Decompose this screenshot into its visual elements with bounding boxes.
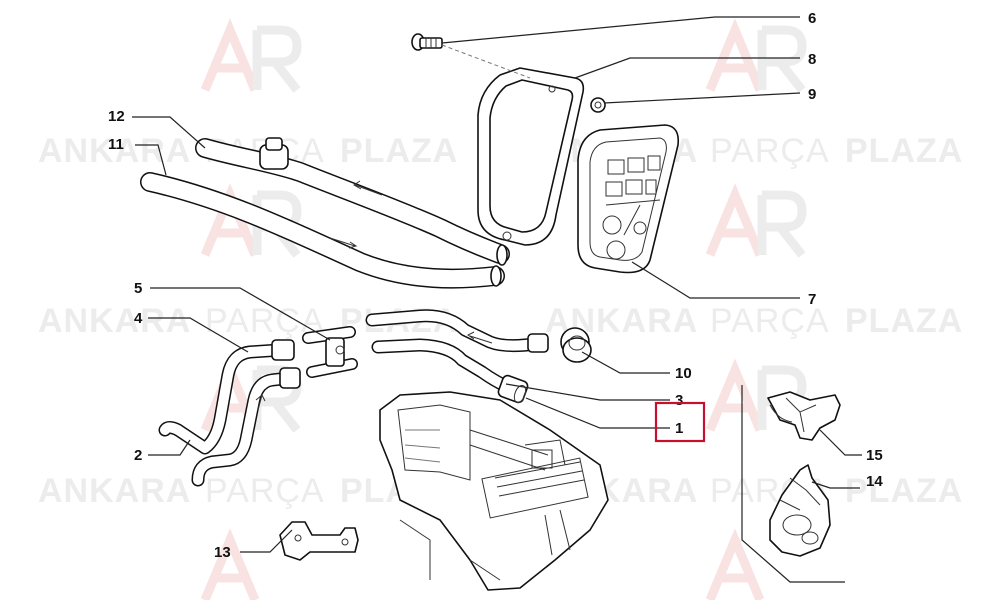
heater-box: [379, 391, 609, 591]
leader-12: [132, 116, 206, 149]
callout-15[interactable]: 15: [866, 447, 883, 464]
callout-labels: 6 8 9 12 11 7 5 4 2 10 3 1 13 15 14: [108, 10, 883, 561]
watermark-word-plaza: PLAZA: [845, 472, 963, 510]
leader-13: [240, 529, 293, 553]
bracket-outline-lines: [741, 385, 845, 583]
callout-9[interactable]: 9: [808, 86, 816, 103]
leader-lines: [132, 16, 862, 553]
watermark-word-plaza: PLAZA: [340, 132, 458, 170]
leader-4: [148, 317, 249, 353]
callout-3[interactable]: 3: [675, 392, 683, 409]
leader-6: [441, 16, 800, 44]
part-14-clip[interactable]: [769, 464, 831, 557]
watermark-word-plaza: PLAZA: [845, 132, 963, 170]
leader-2: [148, 439, 191, 456]
part-5-connector[interactable]: [302, 326, 358, 378]
leader-7: [631, 261, 800, 299]
leader-14: [811, 481, 860, 489]
leader-3: [505, 383, 670, 401]
part-2-pipe[interactable]: [191, 367, 301, 487]
callout-7[interactable]: 7: [808, 291, 816, 308]
watermark-word-ankara: ANKARA: [38, 132, 191, 170]
part-7-cover[interactable]: [577, 124, 680, 274]
part-12-hose[interactable]: [195, 137, 510, 266]
part-1-elbow[interactable]: [497, 374, 529, 404]
leader-1: [525, 397, 670, 429]
watermark-word-plaza: PLAZA: [845, 302, 963, 340]
callout-14[interactable]: 14: [866, 473, 883, 490]
part-13-bracket[interactable]: [279, 521, 359, 561]
part-11-hose[interactable]: [140, 172, 505, 289]
callout-5[interactable]: 5: [134, 280, 142, 297]
callout-1[interactable]: 1: [675, 420, 683, 437]
callout-2[interactable]: 2: [134, 447, 142, 464]
leader-11: [135, 144, 167, 176]
part-8-gasket[interactable]: [477, 67, 585, 246]
leader-8: [574, 57, 800, 79]
watermark-word-ankara: ANKARA: [38, 302, 191, 340]
watermark-row-2: ANKARA PARÇA PLAZA ANKARA PARÇA PLAZA: [38, 302, 963, 340]
callout-8[interactable]: 8: [808, 51, 816, 68]
leader-15: [819, 429, 862, 456]
part-15-clip[interactable]: [767, 391, 841, 441]
watermark-word-parca: PARÇA: [710, 132, 830, 170]
callout-6[interactable]: 6: [808, 10, 816, 27]
callout-10[interactable]: 10: [675, 365, 692, 382]
part-10-clamp[interactable]: [560, 327, 592, 363]
watermark-word-parca: PARÇA: [710, 302, 830, 340]
watermark-word-ankara: ANKARA: [38, 472, 191, 510]
callout-4[interactable]: 4: [134, 310, 143, 327]
callout-12[interactable]: 12: [108, 108, 125, 125]
part-4-pipe[interactable]: [158, 339, 295, 455]
leader-5: [150, 287, 331, 341]
callout-13[interactable]: 13: [214, 544, 231, 561]
leader-9: [603, 92, 801, 104]
callout-11[interactable]: 11: [108, 136, 124, 153]
watermark-word-parca: PARÇA: [205, 472, 325, 510]
highlight-box-part-1: [654, 401, 706, 443]
part-9-nut[interactable]: [590, 97, 606, 113]
leader-10: [581, 351, 670, 374]
part-6-screw[interactable]: [411, 33, 531, 79]
